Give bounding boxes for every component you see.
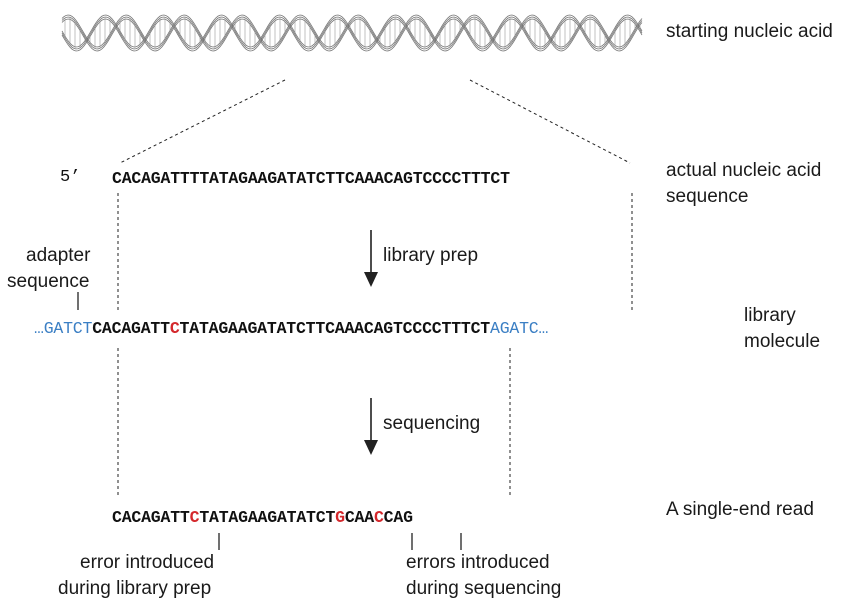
label-library-prep: library prep [383,245,479,266]
label-error-prep-line1: error introduced [80,552,215,573]
arrow-head-sequencing [364,440,378,455]
helix-strand [61,14,643,48]
zoom-line-left [119,79,286,164]
label-adapter-line2: sequence [7,271,90,292]
label-error-seq-line1: errors introduced [406,552,550,573]
label-sequencing: sequencing [383,413,481,434]
arrow-head-library-prep [364,272,378,287]
library-molecule-sequence: …GATCTCACAGATTCTATAGAAGATATCTTCAAACAGTCC… [34,319,548,338]
helix-strand [61,18,643,52]
label-single-end-read: A single-end read [666,499,814,520]
read-part-3: CAA [344,508,374,527]
library-error-base: C [169,319,180,338]
five-prime-marker: 5’ [60,168,81,187]
actual-sequence: CACAGATTTTATAGAAGATATCTTCAAACAGTCCCCTTTC… [112,169,510,188]
read-error-seq-2: C [373,508,384,527]
label-error-prep-line2: during library prep [58,578,212,599]
adapter-left: …GATCT [34,319,93,338]
label-adapter-line1: adapter [26,245,91,266]
helix-strand [61,14,643,48]
adapter-right: AGATC… [490,319,549,338]
helix-strand [61,16,643,50]
read-part-4: CAG [383,508,413,527]
read-part-1: CACAGATT [112,508,190,527]
label-actual-sequence-line1: actual nucleic acid [666,160,822,181]
helix-strand [61,16,643,50]
library-seq-part-b: TATAGAAGATATCTTCAAACAGTCCCCTTTCT [179,319,491,338]
helix-strand [61,18,643,52]
label-library-molecule-line1: library [744,305,796,326]
label-actual-sequence-line2: sequence [666,186,749,207]
zoom-line-right [469,79,631,164]
library-seq-part-a: CACAGATT [92,319,170,338]
read-part-2: TATAGAAGATATCT [199,508,336,527]
label-error-seq-line2: during sequencing [406,578,562,599]
read-error-prep: C [189,508,200,527]
label-library-molecule-line2: molecule [744,331,821,352]
read-error-seq-1: G [335,508,345,527]
label-starting-nucleic-acid: starting nucleic acid [666,21,833,42]
single-end-read-sequence: CACAGATTCTATAGAAGATATCTGCAACCAG [112,508,413,527]
